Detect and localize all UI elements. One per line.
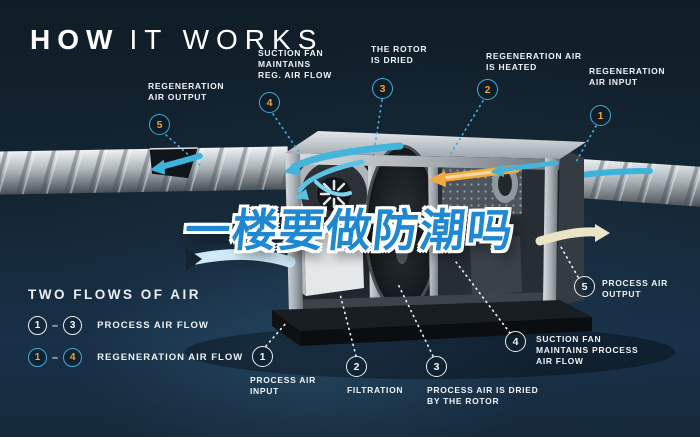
legend-separator: – xyxy=(52,319,59,332)
callout-label-process-air-input: PROCESS AIR INPUT xyxy=(250,375,316,397)
page-title: HOW IT WORKS xyxy=(30,24,323,56)
callout-badge-process-1: 1 xyxy=(252,346,273,367)
legend-row-process: 1 – 3 PROCESS AIR FLOW xyxy=(28,316,209,335)
machine-base xyxy=(272,300,592,346)
callout-badge-regeneration-5: 5 xyxy=(149,114,170,135)
legend-badge-regeneration-start: 1 xyxy=(28,348,47,367)
dehumidifier-unit xyxy=(285,131,586,314)
legend-row-regeneration: 1 – 4 REGENERATION AIR FLOW xyxy=(28,348,243,367)
process-input-arrow xyxy=(190,248,296,268)
callout-label-regeneration-air-output: REGENERATION AIR OUTPUT xyxy=(148,81,225,103)
regeneration-output-arrow xyxy=(158,152,203,170)
legend-label-process: PROCESS AIR FLOW xyxy=(97,320,209,331)
callout-badge-process-5: 5 xyxy=(574,276,595,297)
regeneration-flow-arrow xyxy=(290,142,404,171)
callout-label-suction-fan-reg: SUCTION FAN MAINTAINS REG. AIR FLOW xyxy=(258,48,332,81)
legend-badge-process-end: 3 xyxy=(63,316,83,335)
callout-label-filtration: FILTRATION xyxy=(347,385,404,395)
callout-label-rotor-dried: THE ROTOR IS DRIED xyxy=(371,44,428,66)
left-duct xyxy=(0,146,289,195)
legend-separator-2: – xyxy=(52,351,59,364)
regeneration-input-arrow xyxy=(579,168,653,178)
callout-label-process-air-dried: PROCESS AIR IS DRIED BY THE ROTOR xyxy=(427,385,539,407)
title-word-bold: HOW xyxy=(30,24,120,55)
legend-label-regeneration: REGENERATION AIR FLOW xyxy=(97,352,244,363)
callout-badge-regeneration-3: 3 xyxy=(372,78,393,99)
overlay-title-cn: 一楼要做防潮吗 xyxy=(182,204,517,257)
filter-box xyxy=(304,226,364,296)
callout-label-regeneration-air-input: REGENERATION AIR INPUT xyxy=(589,66,666,88)
title-word-light: IT WORKS xyxy=(129,24,324,55)
leader-lines xyxy=(165,99,597,357)
callout-label-process-air-output: PROCESS AIR OUTPUT xyxy=(602,278,668,300)
callout-label-regeneration-air-heated: REGENERATION AIR IS HEATED xyxy=(486,51,582,73)
callout-label-suction-fan-process: SUCTION FAN MAINTAINS PROCESS AIR FLOW xyxy=(536,334,639,367)
callout-badge-process-4: 4 xyxy=(505,331,526,352)
callout-badge-regeneration-4: 4 xyxy=(259,92,280,113)
callout-badge-process-3: 3 xyxy=(426,356,447,377)
legend-badge-regeneration-end: 4 xyxy=(63,348,83,367)
legend-heading: TWO FLOWS OF AIR xyxy=(28,287,201,302)
callout-badge-regeneration-1: 1 xyxy=(590,105,611,126)
callout-badge-regeneration-2: 2 xyxy=(477,79,498,100)
callout-badge-process-2: 2 xyxy=(346,356,367,377)
process-output-arrow xyxy=(535,227,601,246)
legend-badge-process-start: 1 xyxy=(28,316,47,335)
desiccant-rotor xyxy=(366,146,438,310)
